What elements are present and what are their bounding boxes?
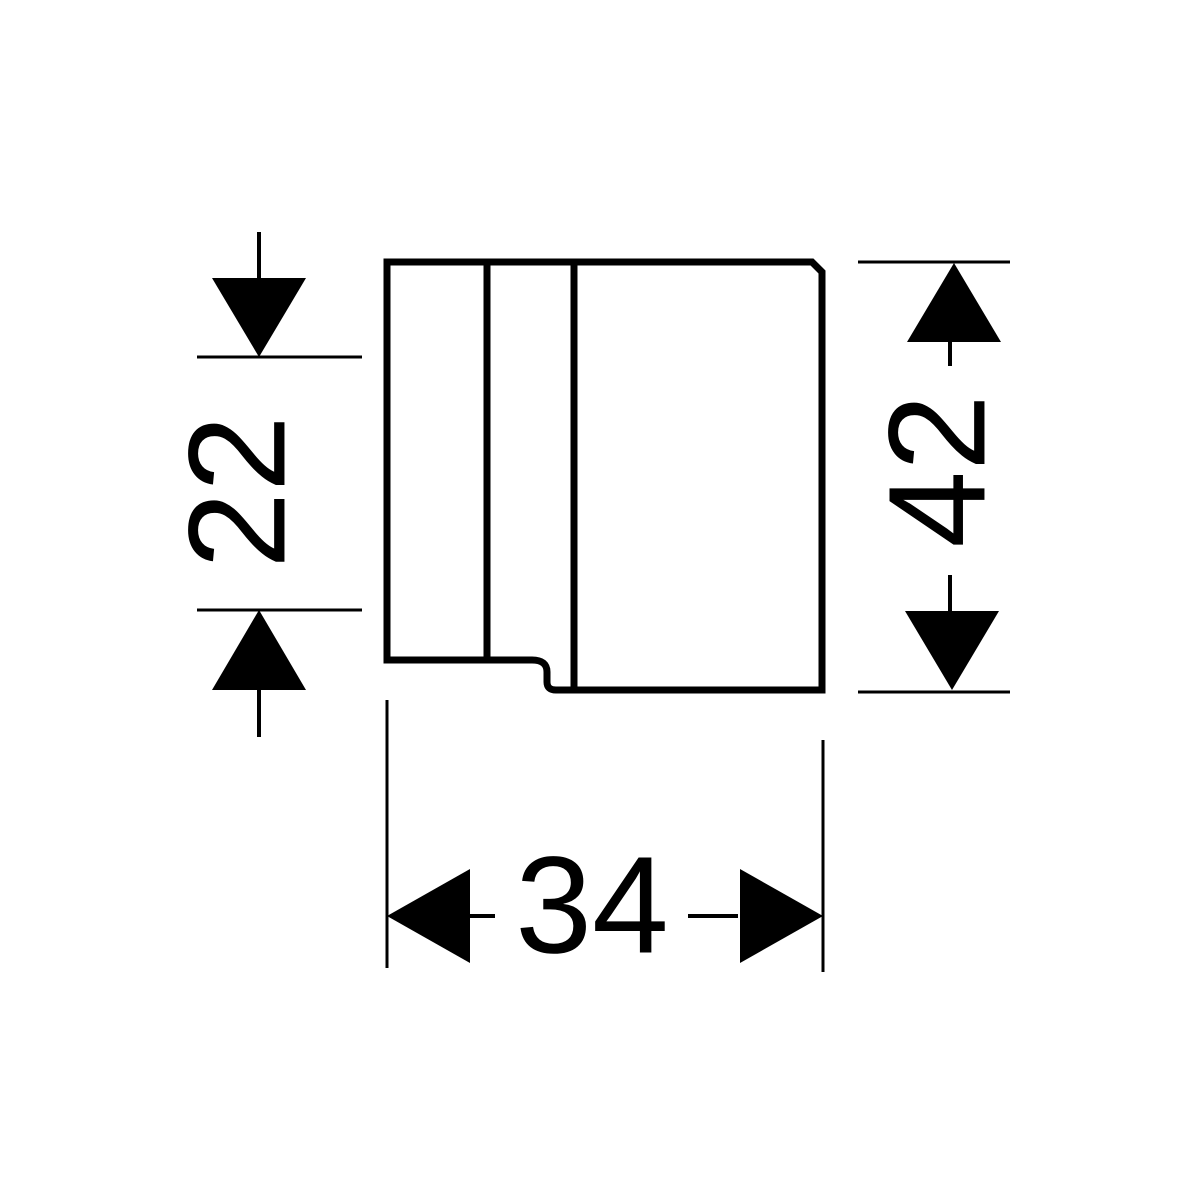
dimension-right-42: 42 bbox=[858, 260, 1014, 694]
part-body-outline bbox=[383, 258, 826, 694]
arrow-down-icon bbox=[212, 278, 306, 357]
dimension-label-left: 22 bbox=[160, 415, 314, 569]
dimension-bottom-34: 34 bbox=[385, 700, 825, 982]
arrow-left-icon bbox=[387, 869, 470, 963]
arrow-up-icon bbox=[907, 263, 1001, 342]
dimension-left-22: 22 bbox=[160, 232, 362, 737]
arrow-right-icon bbox=[740, 869, 823, 963]
part-outline bbox=[383, 258, 826, 694]
dimension-label-bottom: 34 bbox=[515, 828, 669, 982]
arrow-down-icon bbox=[905, 611, 999, 690]
dimension-label-right: 42 bbox=[860, 394, 1014, 548]
arrow-up-icon bbox=[212, 610, 306, 690]
